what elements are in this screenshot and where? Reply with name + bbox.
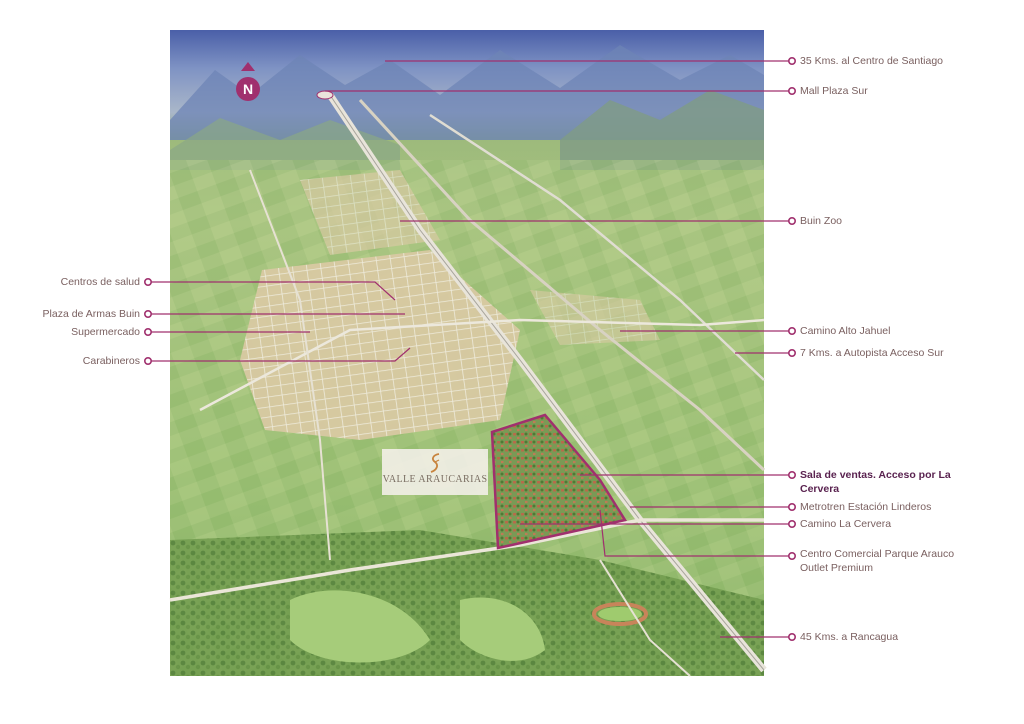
left-leader-lines — [151, 281, 411, 362]
foothills — [560, 90, 764, 170]
label-rancagua: 45 Kms. a Rancagua — [800, 631, 899, 643]
label-carabineros: Carabineros — [82, 355, 140, 367]
railway — [358, 98, 766, 472]
north-letter: N — [242, 81, 254, 97]
logo-mark-icon — [430, 453, 440, 473]
valle-araucarias-logo: VALLE ARAUCARIAS — [382, 449, 488, 495]
label-centros-de-salud: Centros de salud — [60, 276, 140, 288]
label-mall-plaza-sur: Mall Plaza Sur — [800, 85, 868, 97]
label-camino-la-cervera: Camino La Cervera — [800, 518, 892, 530]
label-autopista-acceso-sur: 7 Kms. a Autopista Acceso Sur — [800, 347, 944, 359]
north-arrow-icon: N — [235, 62, 261, 102]
label-buin-zoo: Buin Zoo — [800, 215, 843, 227]
project-boundary — [490, 413, 627, 550]
label-centro-santiago: 35 Kms. al Centro de Santiago — [800, 55, 944, 67]
camino-alto-jahuel — [199, 318, 765, 412]
left-leader-dots — [144, 277, 153, 365]
label-plaza-de-armas: Plaza de Armas Buin — [42, 308, 140, 320]
label-camino-alto-jahuel: Camino Alto Jahuel — [800, 325, 891, 337]
camino-la-cervera — [169, 518, 764, 602]
racetrack — [592, 602, 648, 626]
label-parque-arauco-outlet: Centro Comercial Parque Arauco Outlet Pr… — [800, 548, 955, 574]
right-leader-lines — [325, 60, 789, 638]
label-metrotren-linderos: Metrotren Estación Linderos — [800, 501, 932, 513]
right-leader-dots — [787, 56, 796, 641]
label-sala-de-ventas: Sala de ventas. Acceso por La Cervera — [800, 469, 951, 495]
logo-text: VALLE ARAUCARIAS — [382, 474, 488, 485]
project-area — [492, 415, 625, 548]
label-supermercado: Supermercado — [71, 326, 140, 338]
town-grid — [240, 250, 520, 440]
golf-course — [290, 590, 430, 663]
